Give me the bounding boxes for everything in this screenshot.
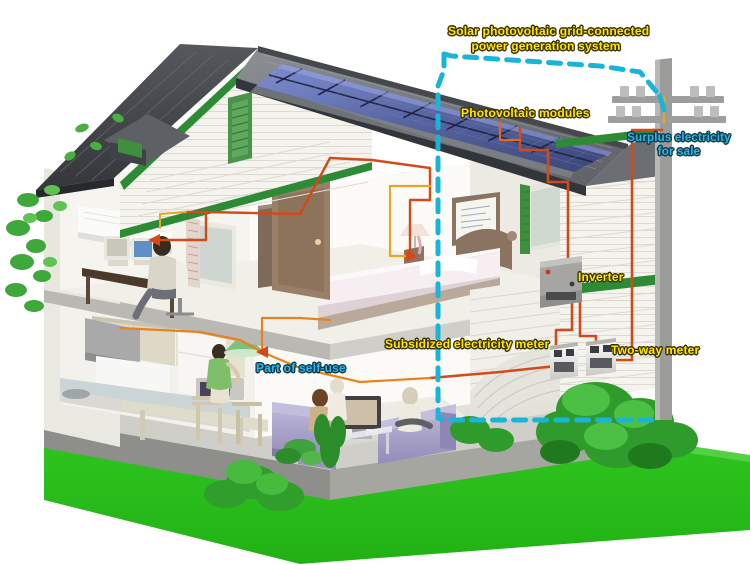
wiring <box>118 94 666 384</box>
television <box>339 396 381 439</box>
person-living-standing <box>327 378 347 422</box>
bed <box>318 228 517 330</box>
indoor-plants <box>275 439 323 465</box>
diagram-title-line1: Solar photovoltaic grid-connected <box>448 24 650 38</box>
label-two-way-meter: Two-way meter <box>611 343 700 357</box>
utility-pole <box>608 58 726 420</box>
diagram-title-line2: power generation system <box>471 39 621 53</box>
meter-two-way-unit <box>586 338 616 376</box>
bedroom <box>258 176 572 330</box>
dormer <box>104 114 190 166</box>
person-kitchen <box>206 344 241 404</box>
system-boundary-accent <box>657 93 667 113</box>
study-window <box>186 216 236 290</box>
label-photovoltaic-modules: Photovoltaic modules <box>461 106 590 120</box>
system-boundary <box>435 51 663 423</box>
office-chair <box>166 260 194 316</box>
person-living-right <box>395 387 433 432</box>
label-subsidized-meter: Subsidized electricity meter <box>385 337 550 351</box>
label-inverter: Inverter <box>578 270 624 284</box>
label-surplus-line2: for sale <box>657 146 701 159</box>
gable-vent-shutter <box>228 92 252 164</box>
diagram-title: Solar photovoltaic grid-connected power … <box>448 24 650 54</box>
inverter-unit <box>540 256 582 308</box>
meter-subsidized-unit <box>550 342 578 380</box>
label-surplus-electricity: Surplus electricity for sale <box>622 131 736 160</box>
label-surplus-line1: Surplus electricity <box>627 132 731 144</box>
label-part-of-self-use: Part of self-use <box>256 361 346 375</box>
computer <box>104 236 155 266</box>
kitchen-room <box>60 316 268 446</box>
main-roof-left <box>36 44 258 198</box>
interior-door <box>272 180 330 300</box>
tall-plant <box>314 414 346 468</box>
